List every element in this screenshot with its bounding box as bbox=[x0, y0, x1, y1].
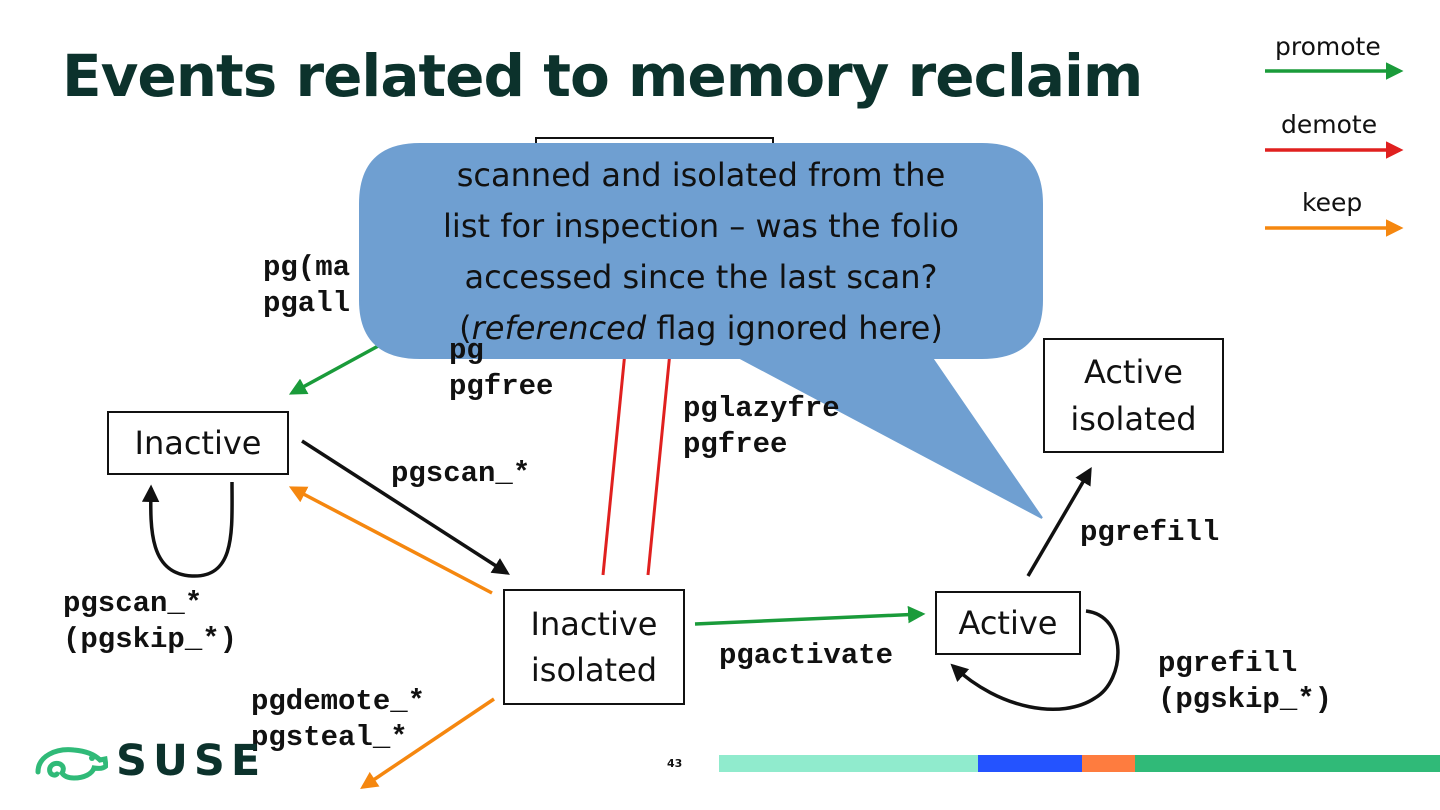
label-free-hidden: pg pgfree bbox=[449, 334, 554, 403]
suse-logo-text: SUSE bbox=[116, 736, 267, 786]
callout-bubble: scanned and isolated from the list for i… bbox=[360, 144, 1042, 359]
alloc-arrow bbox=[288, 343, 381, 395]
free-line-left bbox=[601, 351, 627, 576]
label-scan-loop: pgscan_* (pgskip_*) bbox=[63, 587, 238, 656]
legend-promote-label: promote bbox=[1275, 32, 1381, 61]
callout-line-4: (referenced flag ignored here) bbox=[459, 308, 943, 347]
callout-line-3: accessed since the last scan? bbox=[464, 257, 938, 296]
node-active-isolated: Active isolated bbox=[1043, 338, 1224, 453]
callout-line-2: list for inspection – was the folio bbox=[443, 206, 959, 245]
keep-back-arrow bbox=[288, 486, 493, 595]
suse-chameleon-logo-icon bbox=[35, 747, 108, 781]
callout-line-1: scanned and isolated from the bbox=[456, 155, 946, 194]
label-refill: pgrefill bbox=[1080, 516, 1220, 549]
page-title: Events related to memory reclaim bbox=[62, 42, 1143, 110]
legend-demote-label: demote bbox=[1281, 110, 1378, 139]
footer-bar-segment-mint bbox=[719, 755, 978, 772]
footer-bar-segment-orange bbox=[1082, 755, 1135, 772]
node-inactive-isolated: Inactive isolated bbox=[503, 589, 685, 705]
label-scan: pgscan_* bbox=[391, 457, 531, 490]
label-demote-steal: pgdemote_* pgsteal_* bbox=[251, 685, 426, 754]
node-inactive-isolated-line2: isolated bbox=[530, 651, 658, 689]
label-alloc: pg(ma pgall bbox=[263, 251, 351, 320]
refill-arrow bbox=[1026, 466, 1092, 577]
node-active-label: Active bbox=[958, 603, 1058, 642]
node-active: Active bbox=[935, 591, 1081, 655]
node-active-isolated-line1: Active bbox=[1084, 353, 1183, 392]
node-active-isolated-line2: isolated bbox=[1070, 399, 1197, 438]
footer-bar-segment-blue bbox=[978, 755, 1082, 772]
activate-arrow bbox=[694, 605, 926, 626]
label-refill-loop: pgrefill (pgskip_*) bbox=[1158, 647, 1333, 716]
active-loop-arrow bbox=[950, 609, 1120, 711]
legend-keep-label: keep bbox=[1302, 188, 1363, 217]
callout-emphasis: referenced bbox=[471, 308, 647, 347]
free-line-right bbox=[646, 351, 672, 576]
footer-bar-segment-green bbox=[1135, 755, 1440, 772]
callout-shape bbox=[359, 143, 1043, 519]
demote-steal-arrow bbox=[360, 697, 495, 789]
node-inactive: Inactive bbox=[107, 411, 289, 475]
label-activate: pgactivate bbox=[719, 639, 894, 672]
node-inactive-label: Inactive bbox=[134, 423, 262, 462]
scan-arrow bbox=[301, 439, 510, 575]
page-number: 43 bbox=[667, 757, 683, 770]
node-inactive-isolated-line1: Inactive bbox=[530, 604, 658, 643]
inactive-loop-arrow bbox=[141, 481, 234, 578]
label-lazyfree: pglazyfre pgfree bbox=[683, 392, 840, 461]
